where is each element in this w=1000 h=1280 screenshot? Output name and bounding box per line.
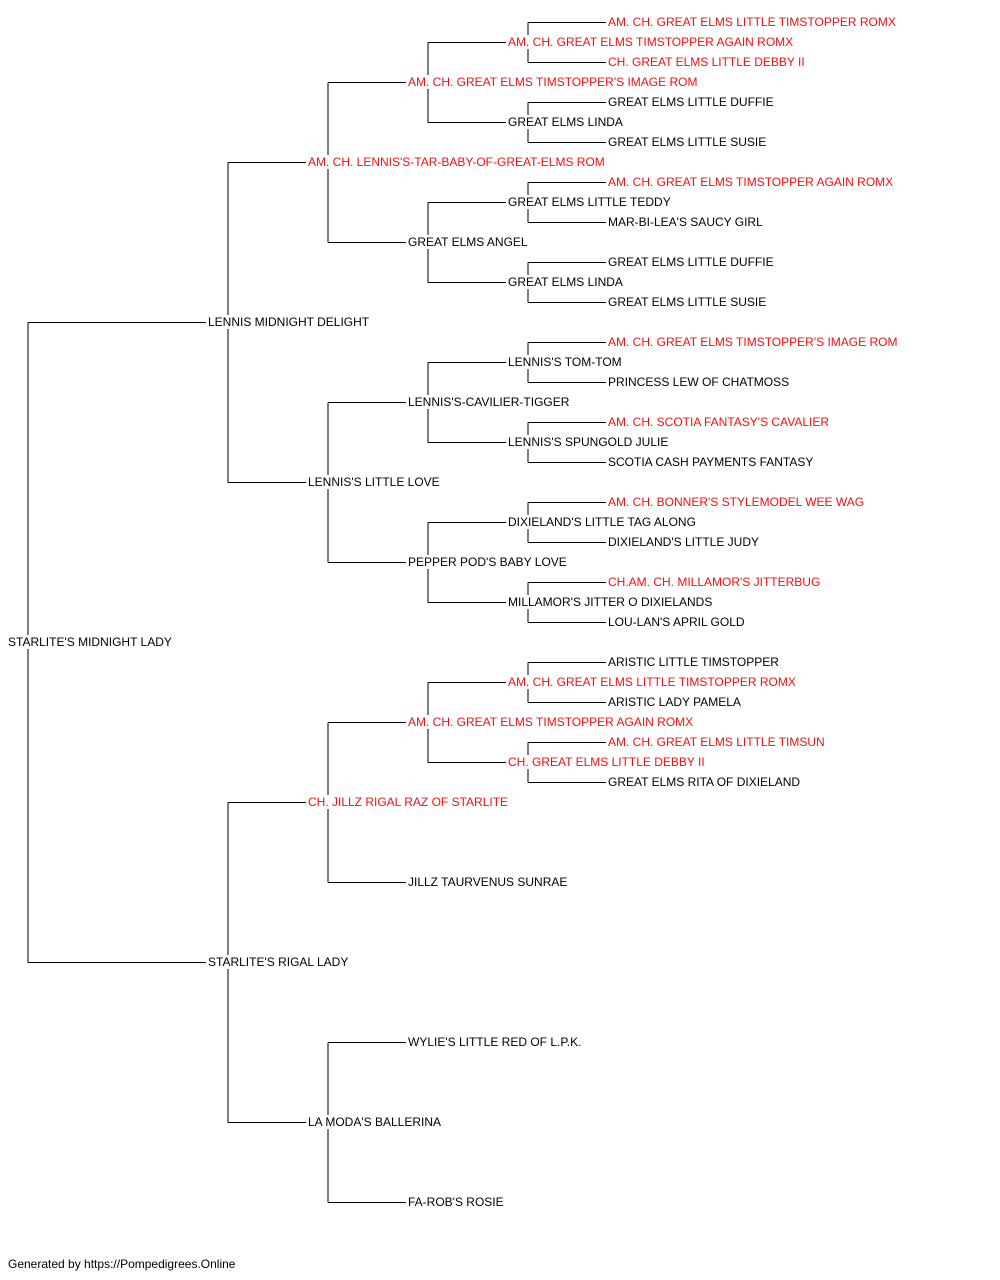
pedigree-name: PEPPER POD'S BABY LOVE	[408, 555, 569, 569]
pedigree-name: AM. CH. BONNER'S STYLEMODEL WEE WAG	[608, 495, 867, 509]
pedigree-name: ARISTIC LITTLE TIMSTOPPER	[608, 655, 781, 669]
pedigree-name: AM. CH. GREAT ELMS TIMSTOPPER AGAIN ROMX	[408, 715, 696, 729]
pedigree-name: DIXIELAND'S LITTLE JUDY	[608, 535, 761, 549]
pedigree-name: LENNIS'S-CAVILIER-TIGGER	[408, 395, 572, 409]
pedigree-name: LOU-LAN'S APRIL GOLD	[608, 615, 747, 629]
pedigree-name: WYLIE'S LITTLE RED OF L.P.K.	[408, 1035, 584, 1049]
pedigree-name: GREAT ELMS LINDA	[508, 275, 625, 289]
pedigree-name: AM. CH. LENNIS'S-TAR-BABY-OF-GREAT-ELMS …	[308, 155, 607, 169]
pedigree-name: AM. CH. GREAT ELMS LITTLE TIMSUN	[608, 735, 827, 749]
pedigree-name: AM. CH. GREAT ELMS LITTLE TIMSTOPPER ROM…	[608, 15, 898, 29]
pedigree-name: GREAT ELMS RITA OF DIXIELAND	[608, 775, 803, 789]
pedigree-name: AM. CH. GREAT ELMS TIMSTOPPER'S IMAGE RO…	[408, 75, 700, 89]
pedigree-name: STARLITE'S RIGAL LADY	[208, 955, 351, 969]
pedigree-name: LENNIS MIDNIGHT DELIGHT	[208, 315, 372, 329]
pedigree-name: STARLITE'S MIDNIGHT LADY	[8, 635, 174, 649]
pedigree-name: LA MODA'S BALLERINA	[308, 1115, 444, 1129]
pedigree-name: CH.AM. CH. MILLAMOR'S JITTERBUG	[608, 575, 823, 589]
pedigree-name: AM. CH. GREAT ELMS LITTLE TIMSTOPPER ROM…	[508, 675, 798, 689]
pedigree-name: GREAT ELMS LINDA	[508, 115, 625, 129]
pedigree-name: LENNIS'S TOM-TOM	[508, 355, 624, 369]
generated-by-footer: Generated by https://Pompedigrees.Online	[8, 1257, 236, 1271]
pedigree-name: GREAT ELMS LITTLE SUSIE	[608, 295, 769, 309]
pedigree-name: AM. CH. GREAT ELMS TIMSTOPPER'S IMAGE RO…	[608, 335, 900, 349]
pedigree-name: MAR-BI-LEA'S SAUCY GIRL	[608, 215, 765, 229]
pedigree-name: FA-ROB'S ROSIE	[408, 1195, 506, 1209]
pedigree-name: GREAT ELMS LITTLE SUSIE	[608, 135, 769, 149]
pedigree-name: AM. CH. GREAT ELMS TIMSTOPPER AGAIN ROMX	[508, 35, 796, 49]
pedigree-name: PRINCESS LEW OF CHATMOSS	[608, 375, 792, 389]
pedigree-name: LENNIS'S SPUNGOLD JULIE	[508, 435, 671, 449]
pedigree-name: GREAT ELMS ANGEL	[408, 235, 530, 249]
pedigree-name: JILLZ TAURVENUS SUNRAE	[408, 875, 570, 889]
pedigree-name: ARISTIC LADY PAMELA	[608, 695, 743, 709]
pedigree-name: AM. CH. SCOTIA FANTASY'S CAVALIER	[608, 415, 832, 429]
pedigree-name: GREAT ELMS LITTLE TEDDY	[508, 195, 673, 209]
pedigree-name: CH. GREAT ELMS LITTLE DEBBY II	[608, 55, 807, 69]
pedigree-name: MILLAMOR'S JITTER O DIXIELANDS	[508, 595, 715, 609]
pedigree-name: CH. JILLZ RIGAL RAZ OF STARLITE	[308, 795, 511, 809]
pedigree-name: SCOTIA CASH PAYMENTS FANTASY	[608, 455, 816, 469]
pedigree-name: LENNIS'S LITTLE LOVE	[308, 475, 442, 489]
pedigree-name: GREAT ELMS LITTLE DUFFIE	[608, 255, 776, 269]
pedigree-name: AM. CH. GREAT ELMS TIMSTOPPER AGAIN ROMX	[608, 175, 896, 189]
pedigree-name: CH. GREAT ELMS LITTLE DEBBY II	[508, 755, 707, 769]
pedigree-name: DIXIELAND'S LITTLE TAG ALONG	[508, 515, 698, 529]
pedigree-name: GREAT ELMS LITTLE DUFFIE	[608, 95, 776, 109]
